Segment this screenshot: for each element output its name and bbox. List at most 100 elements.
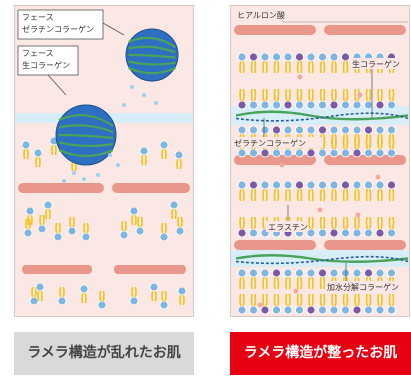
lipid-head bbox=[295, 125, 304, 135]
lipid-head bbox=[318, 268, 327, 278]
ordered-skin-diagram: ヒアルロン酸 生コラーゲン ゼラチンコラーゲン エラスチン 加水分解コラーゲン bbox=[230, 5, 410, 317]
particle bbox=[142, 93, 146, 97]
lipid-head bbox=[364, 268, 373, 278]
lipid-head bbox=[249, 100, 258, 110]
lipid-head bbox=[249, 180, 258, 190]
collagen-strand bbox=[128, 60, 176, 66]
moisture-dot bbox=[357, 92, 363, 98]
lipid-head bbox=[174, 150, 184, 160]
lipid-head bbox=[260, 305, 270, 315]
water-channel bbox=[231, 106, 409, 125]
gelatin-collagen-callout: ゼラチンコラーゲン bbox=[232, 118, 322, 148]
lipid-head bbox=[159, 300, 169, 310]
lipid-head bbox=[260, 268, 270, 278]
collagen-strand bbox=[235, 254, 409, 263]
lipid-head bbox=[237, 148, 247, 158]
lipid-head bbox=[364, 180, 373, 190]
lipid-head bbox=[295, 100, 304, 110]
phase-gelatin-callout: フェース ゼラチンコラーゲン bbox=[17, 9, 125, 40]
lipid-head bbox=[119, 230, 129, 240]
lipid-head bbox=[329, 100, 339, 110]
lipid-head bbox=[272, 125, 281, 135]
lipid-head bbox=[283, 148, 293, 158]
lipid-head bbox=[237, 268, 247, 278]
moisture-dot bbox=[355, 212, 361, 218]
ordered-skin-caption: ラメラ構造が整ったお肌 bbox=[230, 332, 411, 375]
lipid-head bbox=[249, 268, 258, 278]
moisture-dot bbox=[297, 74, 303, 80]
corneocyte-bar bbox=[114, 265, 186, 274]
lipid-head bbox=[306, 305, 316, 315]
lipid-head bbox=[37, 224, 47, 234]
particle bbox=[116, 163, 120, 167]
lipid-head bbox=[387, 305, 396, 315]
lipid-head bbox=[387, 100, 396, 110]
lipid-head bbox=[295, 305, 304, 315]
lipid-head bbox=[295, 180, 304, 190]
corneocyte-bar bbox=[324, 155, 406, 165]
lipid-head bbox=[237, 180, 247, 190]
lipid-head bbox=[139, 146, 149, 156]
collagen-strand bbox=[235, 110, 409, 121]
particle bbox=[96, 173, 100, 177]
moisture-dot bbox=[317, 207, 323, 213]
lipid-head bbox=[272, 52, 281, 62]
lipid-head bbox=[375, 100, 385, 110]
lipid-head bbox=[283, 268, 293, 278]
lipid-head bbox=[329, 148, 339, 158]
lipid-head bbox=[29, 296, 39, 306]
lipid-head bbox=[364, 125, 373, 135]
lipid-head bbox=[237, 125, 247, 135]
lipid-head bbox=[272, 180, 281, 190]
lipid-head bbox=[306, 52, 316, 62]
lipid-head bbox=[318, 148, 327, 158]
collagen-strand bbox=[235, 255, 409, 265]
particle bbox=[82, 177, 86, 181]
water-channel bbox=[231, 250, 409, 267]
lipid-head bbox=[260, 52, 270, 62]
lipid-head bbox=[352, 305, 362, 315]
collagen-strand bbox=[58, 114, 114, 127]
lipid-head bbox=[43, 200, 53, 210]
lipid-head bbox=[352, 228, 362, 238]
lipid-head bbox=[375, 228, 385, 238]
lipid-head bbox=[67, 226, 77, 236]
lipid-head bbox=[306, 100, 316, 110]
lipid-head bbox=[260, 180, 270, 190]
collagen-strand bbox=[128, 66, 176, 75]
moisture-dot bbox=[279, 162, 285, 168]
lipid-head bbox=[175, 226, 185, 236]
lipid-head bbox=[318, 305, 327, 315]
lipid-head bbox=[318, 125, 327, 135]
disordered-skin-diagram: フェース ゼラチンコラーゲン フェース 生コラーゲン bbox=[14, 5, 194, 317]
disordered-skin-caption: ラメラ構造が乱れたお肌 bbox=[14, 332, 194, 375]
lipid-head bbox=[329, 305, 339, 315]
lipid-head bbox=[283, 305, 293, 315]
raw-collagen-label: 生コラーゲン bbox=[352, 59, 400, 69]
lipid-head bbox=[352, 148, 362, 158]
particle bbox=[62, 179, 66, 183]
corneocyte-bar bbox=[112, 183, 190, 193]
lipid-head bbox=[375, 180, 385, 190]
lipid-head bbox=[21, 140, 31, 150]
lipid-head bbox=[318, 52, 327, 62]
moisture-dot bbox=[257, 302, 263, 308]
lipid-head bbox=[387, 268, 396, 278]
corneocyte-bar bbox=[22, 265, 92, 274]
lipid-head bbox=[329, 125, 339, 135]
lipid-head bbox=[318, 180, 327, 190]
corneocyte-bar bbox=[324, 25, 406, 35]
lipid-head bbox=[272, 148, 281, 158]
gelatin-collagen-label: ゼラチンコラーゲン bbox=[234, 138, 306, 148]
lipid-head bbox=[53, 232, 63, 242]
lipid-head bbox=[33, 148, 43, 158]
lipid-head bbox=[23, 228, 33, 238]
lipid-head bbox=[57, 296, 67, 306]
corneocyte-bar bbox=[234, 25, 316, 35]
lipid-head bbox=[159, 232, 169, 242]
phase-raw-label-line2: 生コラーゲン bbox=[22, 60, 70, 70]
collagen-strand bbox=[128, 36, 177, 49]
hydrolyzed-collagen-callout: 加水分解コラーゲン bbox=[325, 263, 409, 292]
lipid-head bbox=[352, 180, 362, 190]
lipid-head bbox=[97, 300, 107, 310]
